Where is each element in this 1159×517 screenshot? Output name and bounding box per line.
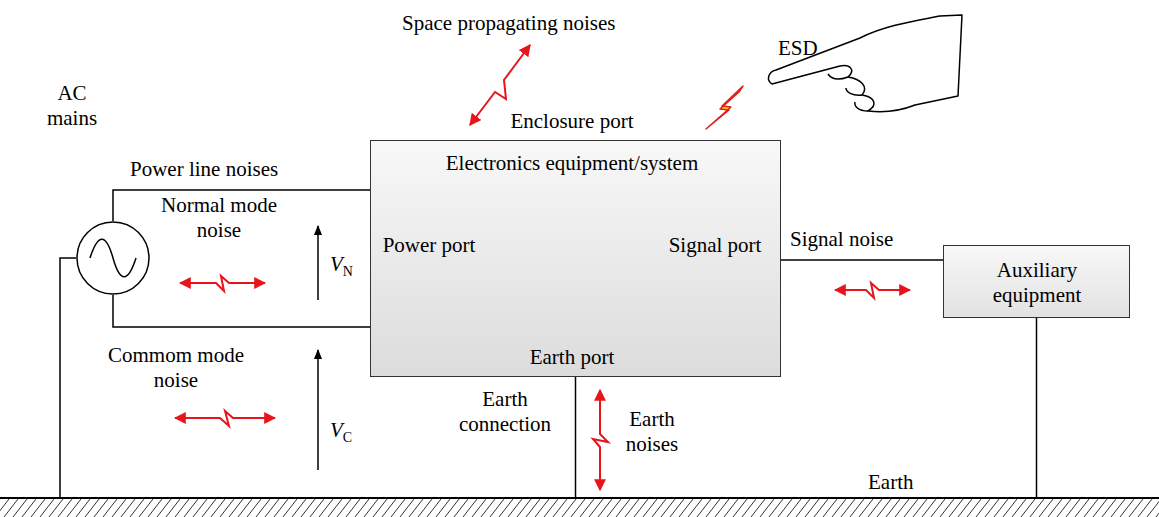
- annotation-label: Earth noises: [612, 407, 692, 457]
- voltage-arrow: [317, 350, 319, 470]
- noise-arrow: [180, 276, 265, 291]
- node-label: AC mains: [39, 81, 105, 131]
- voltage-arrow: [317, 226, 319, 300]
- node-label: Earth: [868, 470, 913, 495]
- node-label: Signal port: [665, 233, 765, 258]
- auxiliary-box: Auxiliary equipment: [943, 245, 1130, 318]
- source-circle: [76, 221, 150, 295]
- noise-arrow: [835, 283, 910, 298]
- annotation-label: ESD: [778, 36, 818, 61]
- equipment-box: Enclosure portElectronics equipment/syst…: [370, 140, 781, 377]
- hand-icon: [769, 15, 962, 112]
- wire: [1036, 318, 1038, 497]
- voltage-symbol: VC: [330, 418, 352, 450]
- voltage-symbol: VN: [330, 252, 353, 284]
- wire: [60, 258, 76, 497]
- spark-icon: [706, 86, 743, 129]
- annotation-label: Commom mode noise: [108, 343, 244, 393]
- edge-label: Earth connection: [450, 387, 560, 437]
- node-label: Electronics equipment/system: [432, 151, 712, 176]
- node-label: Power port: [379, 233, 479, 258]
- wire: [575, 377, 577, 497]
- ground-hatching: [0, 499, 1159, 517]
- ac-source-symbol: AC mains: [76, 221, 150, 295]
- node-label: Earth port: [371, 345, 773, 370]
- wire: [113, 295, 370, 327]
- node-label: Enclosure port: [371, 109, 773, 134]
- node-label: Auxiliary equipment: [982, 258, 1092, 308]
- noise-arrow: [593, 390, 608, 490]
- edge-label: Power line noises: [130, 157, 278, 182]
- annotation-label: Normal mode noise: [153, 193, 285, 243]
- wire: [781, 259, 943, 261]
- annotation-label: Space propagating noises: [402, 11, 615, 36]
- edge-label: Signal noise: [790, 227, 893, 252]
- earth-ground: Earth: [0, 497, 1159, 517]
- noise-arrow: [175, 411, 275, 426]
